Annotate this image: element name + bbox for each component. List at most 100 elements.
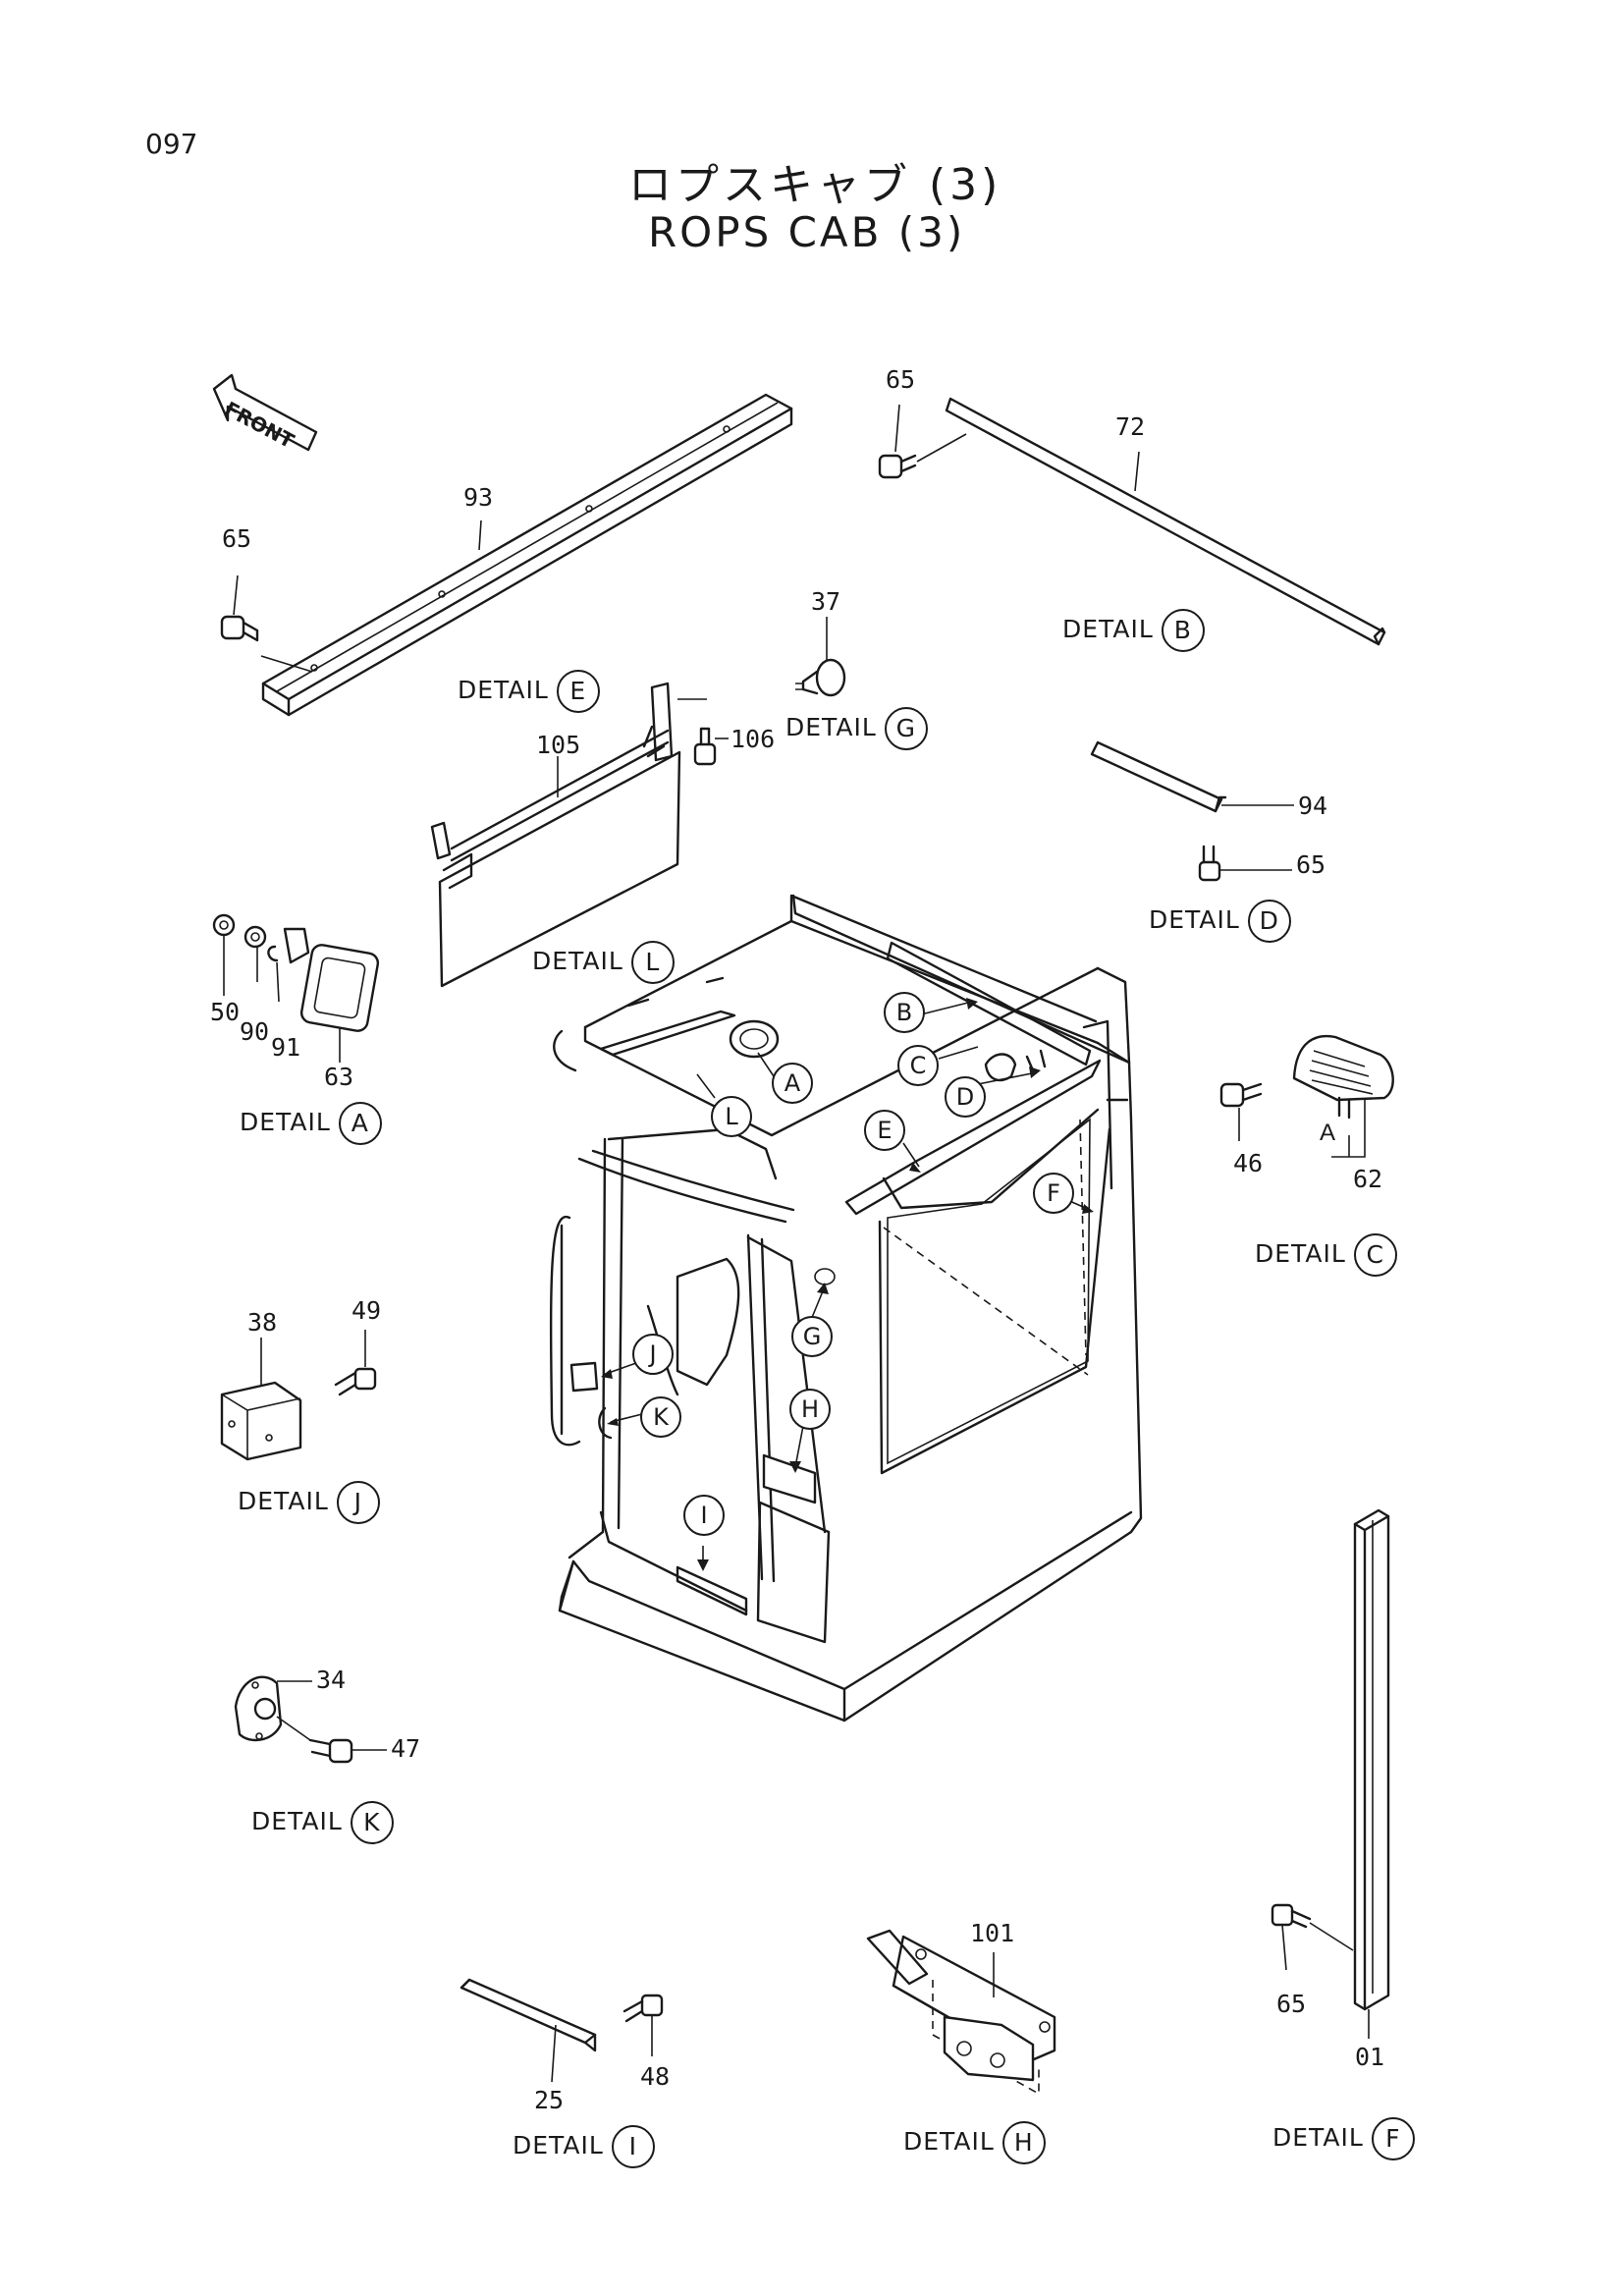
callout-h: H [789, 1389, 831, 1430]
block-38-drawing [220, 1338, 302, 1461]
detail-letter-b: B [1161, 609, 1205, 652]
callout-j: J [632, 1334, 674, 1375]
lamp-62-drawing [1292, 1034, 1394, 1158]
page-title-japanese: ロプスキャブ (3) [628, 160, 1002, 210]
part-number-65-detail-d: 65 [1296, 850, 1326, 879]
callout-i: I [683, 1495, 725, 1536]
bolt-48-drawing [622, 1994, 664, 2056]
part-number-01: 01 [1355, 2043, 1385, 2071]
callout-a: A [772, 1063, 813, 1104]
part-number-65-detail-f: 65 [1276, 1990, 1307, 2018]
part-number-63: 63 [324, 1063, 354, 1091]
part-number-101: 101 [970, 1919, 1015, 1947]
part-number-90: 90 [240, 1017, 270, 1046]
callout-d: D [945, 1076, 986, 1118]
rail-93-drawing [260, 393, 793, 717]
bolt-65-detail-d-drawing [1198, 845, 1292, 882]
detail-letter-l: L [630, 941, 675, 984]
nut-50-drawing [212, 913, 236, 996]
part-number-46: 46 [1233, 1149, 1264, 1177]
part-number-105: 105 [536, 731, 581, 759]
detail-word: DETAIL [785, 713, 877, 741]
detail-letter-h: H [1001, 2121, 1046, 2164]
detail-letter-e: E [556, 670, 600, 713]
detail-letter-i: I [611, 2125, 655, 2168]
bolt-65-detail-b-drawing [878, 404, 967, 479]
callout-e: E [864, 1110, 905, 1151]
rops-cab-drawing [549, 894, 1143, 1722]
channel-94-drawing [1090, 740, 1294, 813]
page-number: 097 [145, 128, 198, 160]
part-number-48: 48 [640, 2062, 671, 2091]
detail-word: DETAIL [513, 2131, 604, 2159]
detail-letter-f: F [1371, 2117, 1415, 2160]
bolt-49-drawing [334, 1330, 377, 1396]
callout-c: C [897, 1045, 939, 1086]
latch-101-drawing [866, 1929, 1056, 2096]
detail-word: DETAIL [238, 1487, 329, 1515]
detail-word: DETAIL [532, 947, 623, 975]
knob-37-drawing [795, 617, 846, 697]
part-number-93: 93 [463, 483, 494, 512]
bolt-47-drawing [276, 1716, 387, 1764]
callout-leaders [601, 998, 1094, 1571]
bracket-25-drawing [460, 1978, 597, 2083]
part-number-37: 37 [811, 587, 841, 616]
plate-34-drawing [234, 1675, 312, 1742]
part-number-47: 47 [391, 1734, 421, 1763]
detail-word: DETAIL [240, 1108, 331, 1136]
part-number-65-detail-e: 65 [222, 524, 252, 553]
callout-f: F [1033, 1173, 1074, 1214]
page-title-english: ROPS CAB (3) [648, 208, 966, 256]
mirror-63-drawing [283, 927, 380, 1063]
washer-90-drawing [243, 925, 267, 982]
callout-k: K [640, 1396, 681, 1438]
detail-word: DETAIL [1149, 905, 1240, 934]
lamp-sub-label-a: A [1320, 1120, 1336, 1146]
clip-91-drawing [267, 945, 280, 1003]
bolt-65-detail-f-drawing [1271, 1903, 1354, 1971]
detail-letter-k: K [350, 1801, 394, 1844]
part-number-65-detail-b: 65 [886, 365, 916, 394]
part-number-62: 62 [1353, 1165, 1383, 1193]
detail-letter-c: C [1353, 1233, 1397, 1277]
part-number-94: 94 [1298, 792, 1328, 820]
part-number-34: 34 [316, 1666, 347, 1694]
detail-word: DETAIL [1062, 615, 1154, 643]
callout-l: L [711, 1096, 752, 1137]
bolt-106-drawing [693, 727, 729, 766]
part-number-106: 106 [730, 725, 776, 753]
part-number-91: 91 [271, 1033, 301, 1062]
detail-letter-j: J [336, 1481, 380, 1524]
part-number-38: 38 [247, 1308, 278, 1337]
detail-letter-d: D [1247, 900, 1291, 943]
detail-word: DETAIL [1255, 1239, 1346, 1268]
detail-letter-g: G [884, 707, 928, 750]
column-01-drawing [1353, 1508, 1390, 2039]
detail-letter-a: A [338, 1102, 382, 1145]
callout-b: B [884, 992, 925, 1033]
part-number-72: 72 [1115, 412, 1146, 441]
bolt-65-detail-e-drawing [220, 574, 259, 642]
detail-word: DETAIL [1272, 2123, 1364, 2152]
front-arrow-icon [212, 373, 318, 452]
detail-word: DETAIL [903, 2127, 995, 2156]
strip-72-drawing [945, 397, 1386, 646]
part-number-50: 50 [210, 998, 241, 1026]
part-number-25: 25 [534, 2086, 565, 2114]
sun-visor-105-drawing [430, 682, 707, 988]
detail-word: DETAIL [458, 676, 549, 704]
